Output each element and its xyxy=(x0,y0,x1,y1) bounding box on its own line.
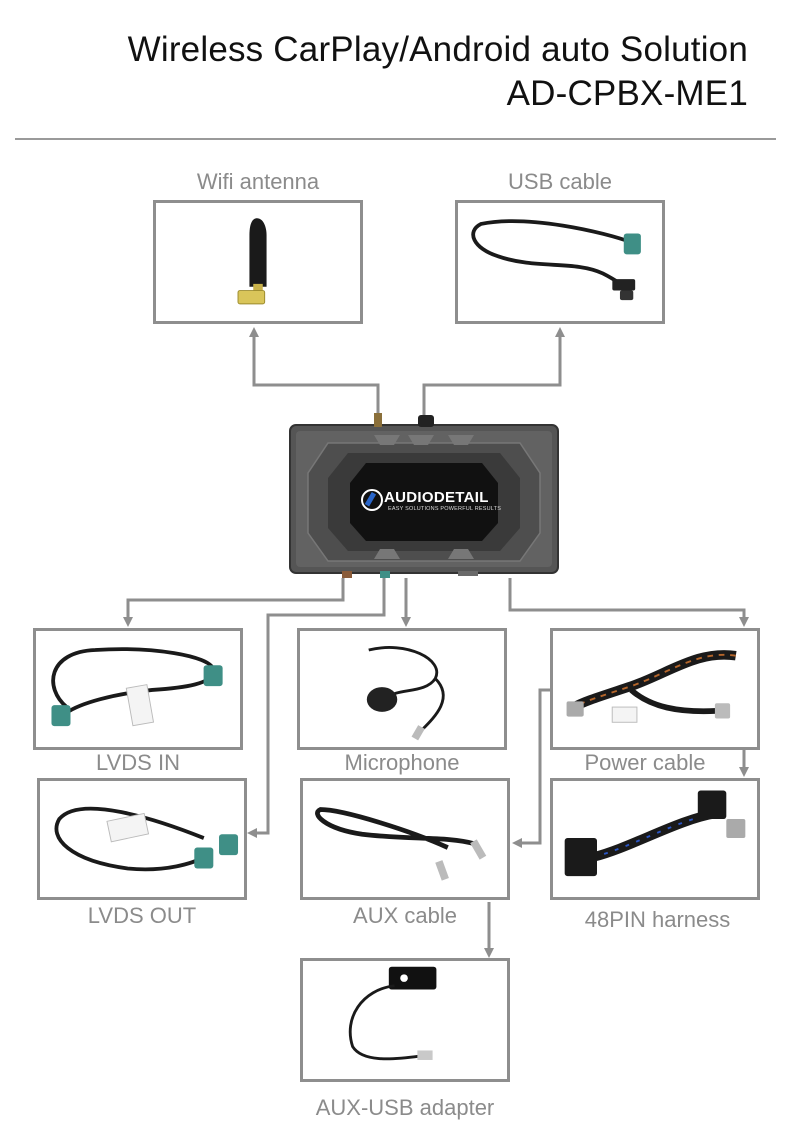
wire-wifi xyxy=(249,327,380,418)
wire-power xyxy=(508,578,749,627)
wire-aux xyxy=(512,688,553,848)
wire-lvds-in xyxy=(123,578,345,627)
microphone-icon xyxy=(366,646,445,741)
carplay-interface-box xyxy=(289,413,559,578)
box-power-cable xyxy=(550,628,760,750)
box-lvds-in xyxy=(33,628,243,750)
power-cable-icon xyxy=(566,650,737,723)
label-lvds-out: LVDS OUT xyxy=(87,903,197,928)
lvds-out-cable-icon xyxy=(54,806,239,872)
unit-brand: AUDIODETAIL xyxy=(384,489,489,506)
aux-cable-icon xyxy=(315,807,487,881)
header-divider xyxy=(15,138,776,140)
box-lvds-out xyxy=(37,778,247,900)
page-title: Wireless CarPlay/Android auto Solution xyxy=(127,30,748,69)
label-power-cable: Power cable xyxy=(584,750,706,775)
model-number: AD-CPBX-ME1 xyxy=(506,74,748,113)
unit-tagline: EASY SOLUTIONS POWERFUL RESULTS xyxy=(388,506,502,512)
label-microphone: Microphone xyxy=(344,750,460,775)
wire-lvds-out xyxy=(247,578,386,838)
48pin-harness-icon xyxy=(564,790,746,877)
wire-usb xyxy=(422,327,565,418)
label-wifi-antenna: Wifi antenna xyxy=(196,169,320,194)
box-aux-cable xyxy=(300,778,510,900)
label-aux-usb-adapter: AUX-USB adapter xyxy=(315,1095,495,1120)
label-48pin-harness: 48PIN harness xyxy=(584,907,731,932)
box-usb-cable xyxy=(455,200,665,324)
wifi-antenna-icon xyxy=(237,218,267,305)
box-wifi-antenna xyxy=(153,200,363,324)
box-aux-usb-adapter xyxy=(300,958,510,1082)
lvds-in-cable-icon xyxy=(51,647,223,727)
label-usb-cable: USB cable xyxy=(508,169,612,194)
box-48pin-harness xyxy=(550,778,760,900)
label-lvds-in: LVDS IN xyxy=(96,750,180,775)
label-aux-cable: AUX cable xyxy=(353,903,457,928)
aux-usb-adapter-icon xyxy=(348,966,437,1061)
usb-cable-icon xyxy=(471,219,641,301)
box-microphone xyxy=(297,628,507,750)
